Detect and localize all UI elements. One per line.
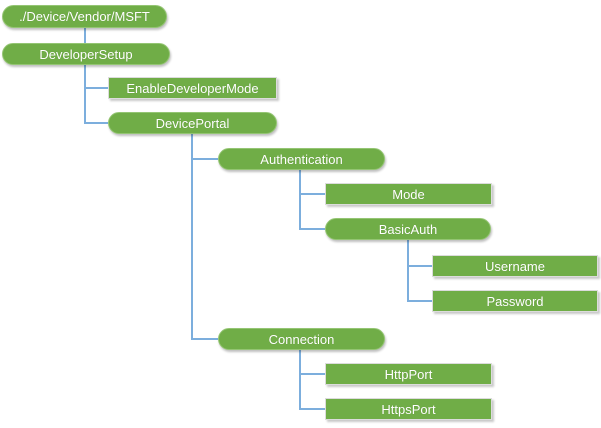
- tree-node-developer-setup: DeveloperSetup: [2, 43, 170, 65]
- tree-node-device-vendor-msft: ./Device/Vendor/MSFT: [2, 5, 167, 28]
- tree-node-basic-auth: BasicAuth: [325, 218, 491, 240]
- connector-trunk-developersetup: [84, 65, 86, 124]
- connector-trunk-authentication: [299, 170, 301, 230]
- connector-branch-password: [407, 300, 432, 302]
- connector-branch-basicauth: [299, 228, 325, 230]
- connector-branch-enabledevelopermode: [84, 87, 108, 89]
- tree-node-mode: Mode: [325, 183, 492, 205]
- connector-branch-connection: [191, 338, 218, 340]
- tree-node-password: Password: [432, 290, 598, 312]
- connector-branch-username: [407, 265, 432, 267]
- tree-node-username: Username: [432, 255, 598, 277]
- tree-node-authentication: Authentication: [218, 148, 385, 170]
- tree-node-connection: Connection: [218, 328, 385, 350]
- tree-node-https-port: HttpsPort: [325, 398, 492, 420]
- connector-root-to-developersetup: [84, 28, 86, 43]
- connector-trunk-basicauth: [407, 240, 409, 302]
- connector-branch-httpsport: [299, 408, 325, 410]
- connector-branch-authentication: [191, 158, 218, 160]
- connector-branch-deviceportal: [84, 122, 108, 124]
- connector-branch-httpport: [299, 373, 325, 375]
- connector-branch-mode: [299, 193, 325, 195]
- tree-node-http-port: HttpPort: [325, 363, 492, 385]
- tree-node-device-portal: DevicePortal: [108, 112, 277, 134]
- connector-trunk-deviceportal: [191, 134, 193, 340]
- tree-node-enable-developer-mode: EnableDeveloperMode: [108, 77, 277, 99]
- connector-trunk-connection: [299, 350, 301, 410]
